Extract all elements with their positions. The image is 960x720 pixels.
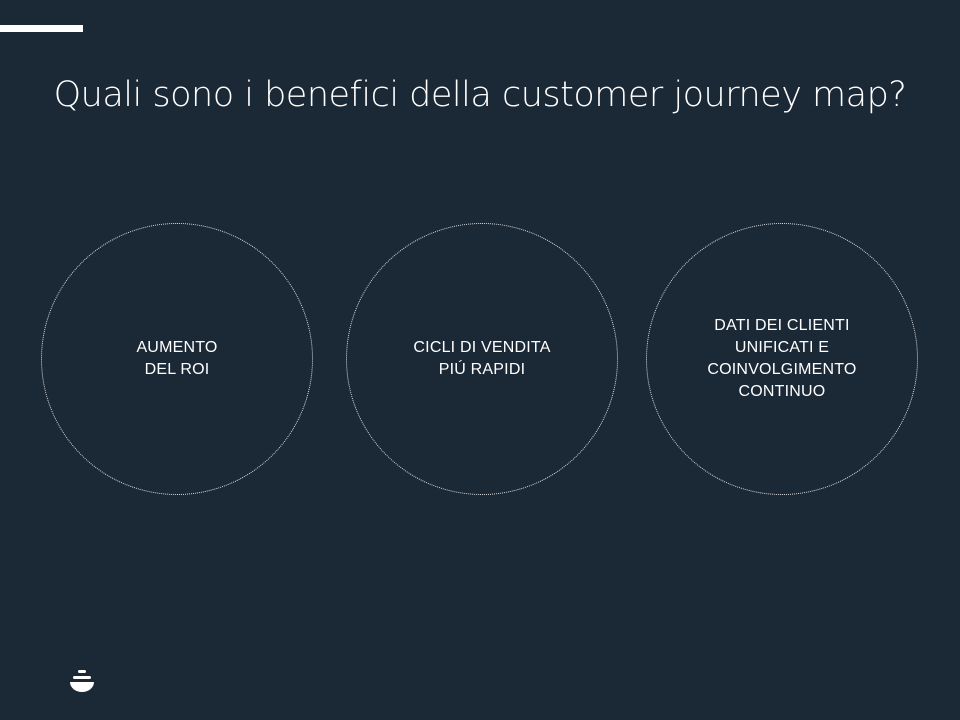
benefit-circle-customer-data: DATI DEI CLIENTI UNIFICATI E COINVOLGIME…	[646, 223, 918, 495]
benefit-label: DATI DEI CLIENTI UNIFICATI E COINVOLGIME…	[707, 317, 857, 400]
benefit-label: AUMENTO DEL ROI	[136, 339, 218, 378]
benefit-label: CICLI DI VENDITA PIÚ RAPIDI	[413, 339, 551, 378]
benefit-circle-roi: AUMENTO DEL ROI	[41, 223, 313, 495]
slide-title: Quali sono i benefici della customer jou…	[53, 75, 907, 115]
benefit-circle-sales-cycles: CICLI DI VENDITA PIÚ RAPIDI	[346, 223, 618, 495]
brand-logo-icon	[70, 670, 94, 692]
title-accent-bar	[0, 25, 83, 32]
